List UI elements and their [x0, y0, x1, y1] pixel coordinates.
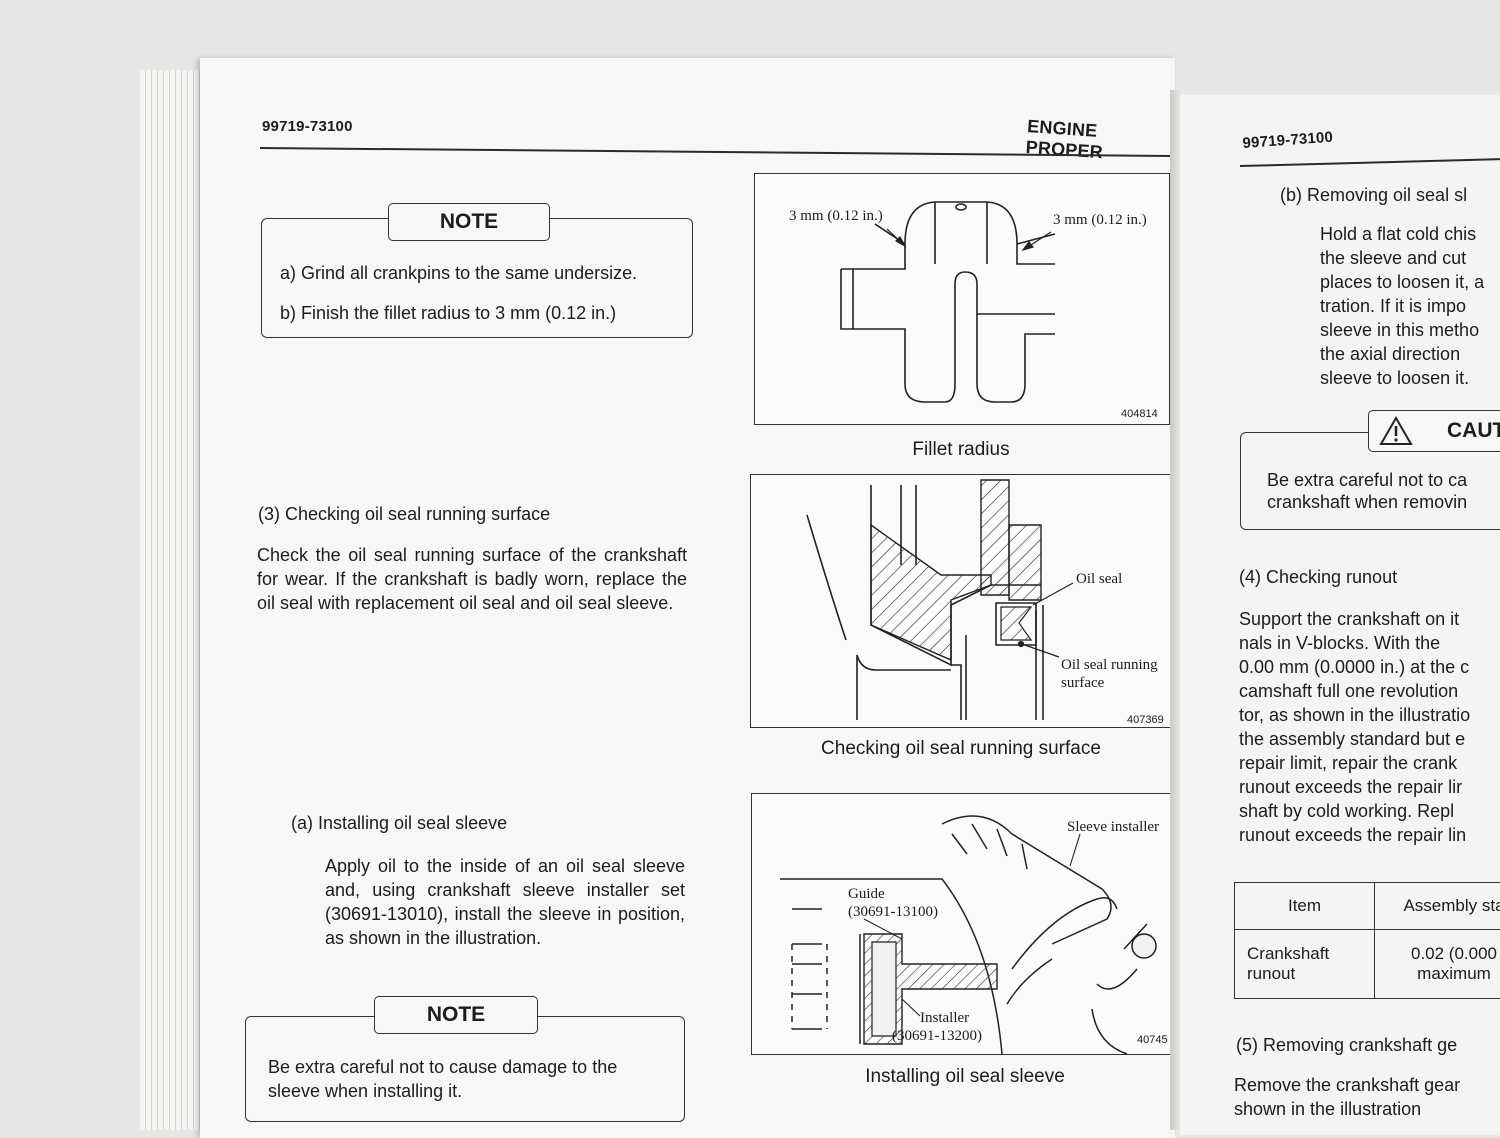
section-body: Check the oil seal running surface of th…: [257, 543, 687, 615]
part-number: 99719-73100: [262, 118, 353, 135]
figure-label: Sleeve installer: [1067, 819, 1159, 836]
section-heading: (5) Removing crankshaft ge: [1236, 1035, 1457, 1056]
figure-install-sleeve: Sleeve installer Guide (30691-13100) Ins…: [751, 793, 1173, 1055]
caution-body: Be extra careful not to ca crankshaft wh…: [1267, 469, 1467, 513]
note-body: Be extra careful not to cause damage to …: [268, 1055, 668, 1103]
header-rule: [1240, 157, 1500, 167]
table-row: Item Assembly sta: [1235, 883, 1500, 930]
section-body: Hold a flat cold chis the sleeve and cut…: [1320, 222, 1484, 390]
figure-label: Oil seal: [1076, 571, 1122, 588]
figure-code: 404814: [1121, 408, 1158, 420]
figure-caption: Checking oil seal running surface: [750, 738, 1172, 760]
part-number: 99719-73100: [1242, 129, 1334, 152]
note-item: a) Grind all crankpins to the same under…: [280, 263, 637, 284]
note-item: b) Finish the fillet radius to 3 mm (0.1…: [280, 303, 616, 324]
section-heading: (b) Removing oil seal sl: [1280, 185, 1467, 206]
figure-label: (30691-13100): [848, 904, 938, 921]
table-row: Crankshaft runout 0.02 (0.000 maximum: [1235, 930, 1500, 999]
figure-label: 3 mm (0.12 in.): [789, 208, 883, 225]
section-heading: (a) Installing oil seal sleeve: [291, 813, 507, 834]
section-body: Support the crankshaft on it nals in V-b…: [1239, 607, 1470, 847]
figure-oil-seal-surface: Oil seal Oil seal running surface 407369: [750, 474, 1174, 728]
section-body: Remove the crankshaft gear shown in the …: [1234, 1073, 1460, 1121]
table-header: Assembly sta: [1375, 883, 1500, 930]
figure-label: (30691-13200): [892, 1028, 982, 1045]
figure-label: surface: [1061, 675, 1104, 692]
section-body: Apply oil to the inside of an oil seal s…: [325, 854, 685, 950]
figure-label: Installer: [920, 1010, 969, 1027]
caution-title-tab: CAUT: [1368, 410, 1500, 452]
left-page: 99719-73100 ENGINE PROPER a) Grind all c…: [200, 58, 1175, 1138]
figure-caption: Fillet radius: [754, 439, 1168, 461]
table-cell: Crankshaft runout: [1235, 930, 1375, 999]
figure-fillet-radius: 3 mm (0.12 in.) 3 mm (0.12 in.) 404814: [754, 173, 1170, 425]
note-title: NOTE: [374, 996, 538, 1034]
right-page: 99719-73100 (b) Removing oil seal sl Hol…: [1180, 95, 1500, 1135]
section-heading: (4) Checking runout: [1239, 567, 1397, 588]
figure-label: Guide: [848, 886, 885, 903]
runout-spec-table: Item Assembly sta Crankshaft runout 0.02…: [1234, 882, 1500, 999]
caution-title: CAUT: [1447, 411, 1500, 451]
note-title: NOTE: [388, 203, 550, 241]
figure-caption: Installing oil seal sleeve: [755, 1066, 1175, 1088]
warning-triangle-icon: [1379, 416, 1413, 446]
table-cell: 0.02 (0.000 maximum: [1375, 930, 1500, 999]
figure-code: 40745: [1137, 1034, 1168, 1046]
section-heading: (3) Checking oil seal running surface: [258, 504, 550, 525]
oil-seal-section-drawing: [751, 475, 1173, 727]
figure-code: 407369: [1127, 714, 1164, 726]
table-header: Item: [1235, 883, 1375, 930]
figure-label: 3 mm (0.12 in.): [1053, 212, 1147, 229]
section-title: ENGINE PROPER: [1025, 116, 1175, 168]
figure-label: Oil seal running: [1061, 657, 1158, 674]
